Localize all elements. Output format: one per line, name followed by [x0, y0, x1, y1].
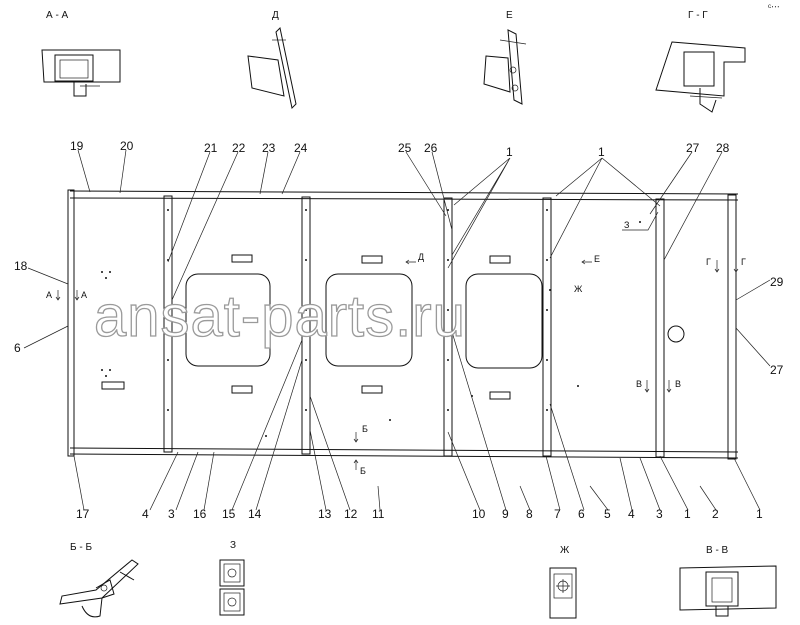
view-d: Д — [247, 10, 297, 110]
window-cutouts — [185, 273, 543, 369]
view-section-vv: В - В — [679, 545, 777, 617]
callouts-side: 18 6 29 27 — [14, 259, 784, 377]
mark-zh: Ж — [574, 284, 583, 294]
callout-1-b: 1 — [598, 145, 605, 159]
mark-g-right: Г — [741, 257, 746, 267]
callouts-bottom: 17 4 3 16 15 14 13 12 11 10 9 8 7 6 5 4 … — [76, 507, 763, 521]
corner-mark: ᶜ‧‧‧ — [768, 2, 780, 12]
callout-3-b: 3 — [656, 507, 663, 521]
callout-6-bottom: 6 — [578, 507, 585, 521]
callout-18: 18 — [14, 259, 28, 273]
callout-1-a: 1 — [506, 145, 513, 159]
view-zh-title: Ж — [560, 545, 570, 556]
callout-15: 15 — [222, 507, 236, 521]
callout-25: 25 — [398, 141, 412, 155]
frame-ribs — [163, 195, 665, 458]
mark-v-right: В — [675, 379, 681, 389]
view-section-bb: Б - Б — [59, 542, 139, 618]
view-e: Е — [483, 10, 527, 105]
view-d-title: Д — [272, 10, 279, 21]
callout-11: 11 — [372, 507, 385, 521]
callout-5: 5 — [604, 507, 611, 521]
callout-26: 26 — [424, 141, 438, 155]
leader-lines — [23, 149, 771, 511]
callout-10: 10 — [472, 507, 486, 521]
callout-24: 24 — [294, 141, 308, 155]
mark-b-bottom: Б — [360, 466, 366, 476]
callout-28: 28 — [716, 141, 730, 155]
callout-17: 17 — [76, 507, 90, 521]
callout-12: 12 — [344, 507, 358, 521]
section-marks: А А Д Е Ж З Г Г В В Б Б — [46, 211, 746, 476]
callout-21: 21 — [204, 141, 218, 155]
view-section-aa: А - А — [41, 10, 121, 97]
callout-8: 8 — [526, 507, 533, 521]
callout-7: 7 — [554, 507, 561, 521]
mark-v-left: В — [636, 379, 642, 389]
view-z: З — [219, 540, 245, 616]
callout-22: 22 — [232, 141, 246, 155]
callout-29: 29 — [770, 275, 784, 289]
view-z-title: З — [230, 540, 236, 551]
view-section-aa-title: А - А — [46, 10, 69, 21]
callout-4-a: 4 — [142, 507, 149, 521]
callout-2: 2 — [712, 507, 719, 521]
mark-b-top: Б — [362, 424, 368, 434]
callout-13: 13 — [318, 507, 332, 521]
view-section-vv-title: В - В — [706, 545, 729, 556]
callout-1-d: 1 — [756, 507, 763, 521]
callout-27-right: 27 — [770, 363, 784, 377]
callout-14: 14 — [248, 507, 262, 521]
callout-16: 16 — [193, 507, 207, 521]
view-zh: Ж — [549, 545, 577, 619]
mark-a-right: А — [81, 290, 87, 300]
callout-27-top: 27 — [686, 141, 700, 155]
view-section-gg: Г - Г — [655, 10, 746, 113]
view-section-bb-title: Б - Б — [70, 542, 92, 553]
watermark: ansat-parts.ru — [94, 284, 466, 349]
view-section-gg-title: Г - Г — [688, 10, 708, 21]
mark-d: Д — [418, 252, 424, 262]
slots — [101, 254, 511, 400]
callout-20: 20 — [120, 139, 134, 153]
callout-4-b: 4 — [628, 507, 635, 521]
view-e-title: Е — [506, 10, 513, 21]
mark-a-left: А — [46, 290, 52, 300]
callout-6-left: 6 — [14, 341, 21, 355]
callout-1-c: 1 — [684, 507, 691, 521]
callout-9: 9 — [502, 507, 509, 521]
callout-3-a: 3 — [168, 507, 175, 521]
callout-23: 23 — [262, 141, 276, 155]
mark-e: Е — [594, 254, 600, 264]
rivet-dots — [101, 209, 641, 437]
callouts-top: 19 20 21 22 23 24 25 26 1 1 27 28 — [70, 139, 730, 159]
round-hole — [667, 325, 685, 343]
mark-g-left: Г — [706, 257, 711, 267]
callout-19: 19 — [70, 139, 84, 153]
mark-z: З — [624, 220, 629, 230]
main-assembly — [67, 189, 739, 460]
